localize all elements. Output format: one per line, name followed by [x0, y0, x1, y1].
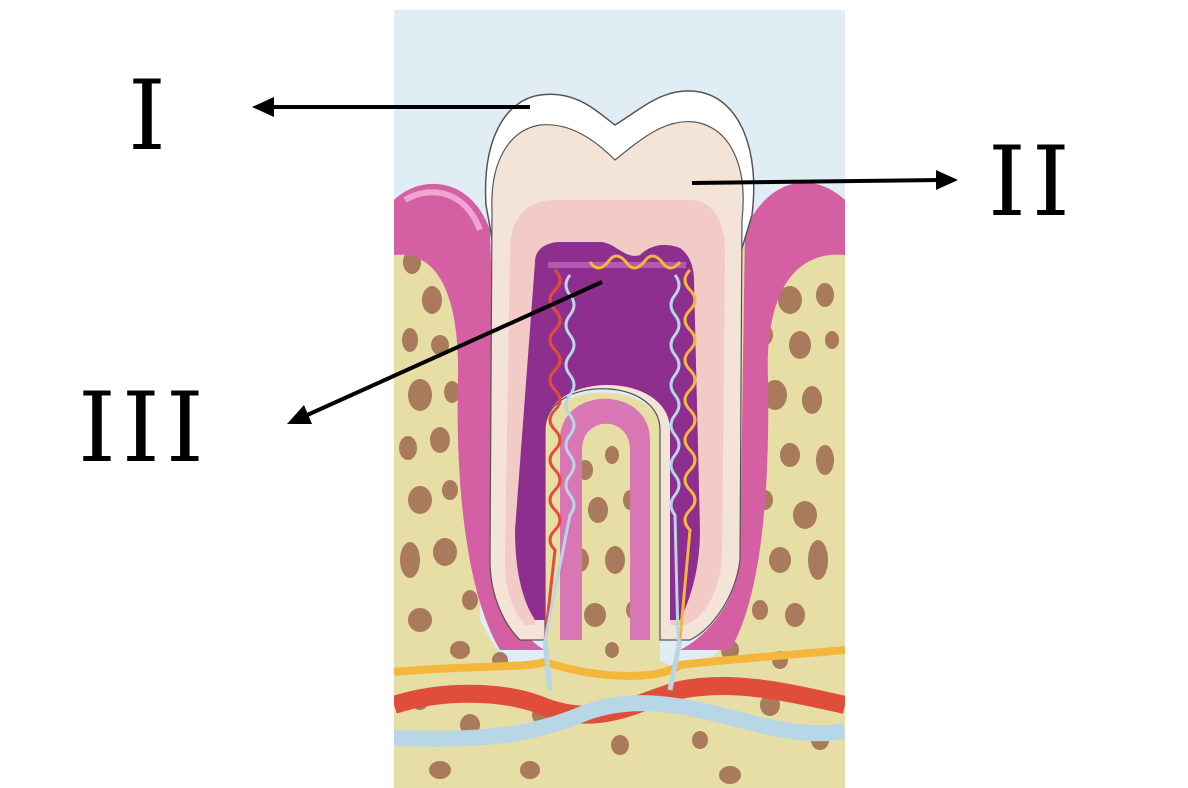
label-pulp: III — [78, 372, 210, 484]
arrowhead-enamel — [252, 97, 274, 117]
nerve-band — [394, 646, 845, 680]
gum-highlight — [403, 189, 483, 232]
arrows — [252, 97, 958, 424]
arrow-dentin — [691, 178, 941, 185]
label-dentin: II — [988, 126, 1076, 238]
pulp-nerve — [588, 254, 697, 641]
arrowhead-dentin — [936, 170, 958, 190]
pulp-vein — [543, 274, 681, 641]
gum-right — [680, 182, 845, 650]
arrow-pulp — [304, 280, 603, 418]
label-enamel: I — [128, 60, 172, 172]
pulp-artery — [543, 268, 562, 641]
vein-band — [394, 695, 845, 747]
root-canal-inner — [560, 398, 650, 640]
tooth-illustration — [394, 10, 845, 788]
vein-branches — [542, 639, 683, 691]
gum-left — [394, 183, 545, 650]
arrowhead-pulp — [287, 405, 312, 424]
pulp — [515, 242, 700, 620]
